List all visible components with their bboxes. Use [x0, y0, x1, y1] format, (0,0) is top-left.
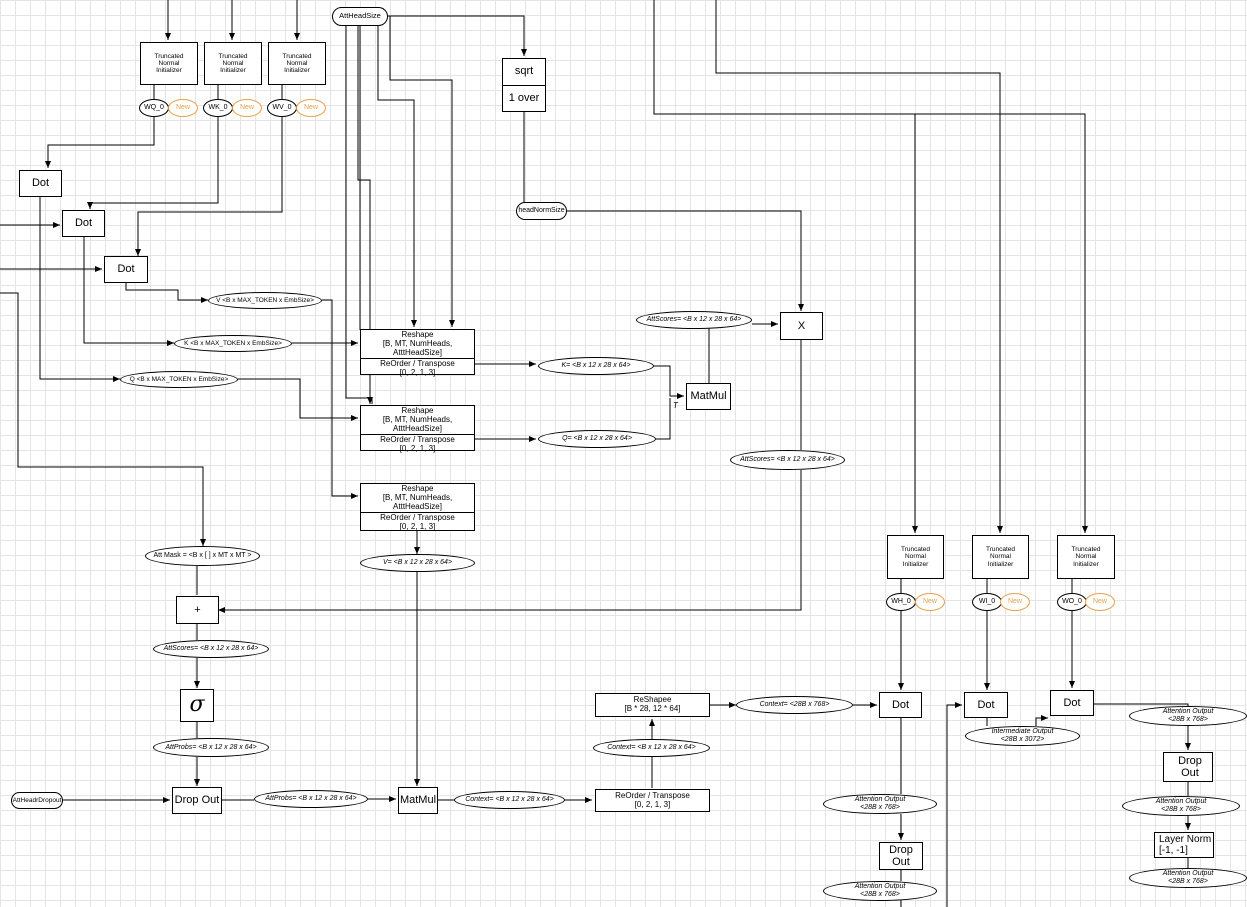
- drop-out-r-node[interactable]: Drop Out: [1163, 752, 1213, 782]
- softmax-sigma-node[interactable]: σ: [180, 689, 214, 722]
- intermediate-output-node[interactable]: Intermediate Output <28B x 3072>: [965, 726, 1080, 746]
- att-dropout-input-node[interactable]: AttHeadrDropout: [11, 792, 63, 809]
- reshape-v-bottom: ReOrder / Transpose [0, 2, 1, 3]: [361, 511, 474, 531]
- dot-h-node[interactable]: Dot: [879, 692, 922, 718]
- x-op-node[interactable]: X: [780, 312, 823, 340]
- matmul-qk-node[interactable]: MatMul: [686, 383, 731, 410]
- new-badge-wv[interactable]: New: [296, 99, 326, 117]
- drop-out-2-node[interactable]: Drop Out: [879, 842, 923, 870]
- initializer-wh[interactable]: Truncated Normal Initializer: [887, 535, 944, 579]
- weight-wk[interactable]: WK_0: [203, 99, 233, 117]
- reshape-context-node[interactable]: ReShapee [B * 28, 12 * 64]: [595, 693, 710, 717]
- att-scores-1-node[interactable]: AttScores= <B x 12 x 28 x 64>: [636, 311, 752, 329]
- weight-wo[interactable]: WO_0: [1057, 593, 1087, 611]
- attention-output-r1-node[interactable]: Attention Output <28B x 768>: [1129, 706, 1247, 726]
- layer-norm-node[interactable]: Layer Norm [-1, -1]: [1154, 832, 1214, 858]
- connector-layer: [0, 0, 1191, 907]
- matmul-context-node[interactable]: MatMul: [398, 787, 438, 814]
- dot-k-node[interactable]: Dot: [62, 210, 105, 237]
- dot-o-node[interactable]: Dot: [1050, 690, 1094, 716]
- context-2-node[interactable]: Context= <B x 12 x 28 x 64>: [593, 739, 710, 757]
- reshape-v-block[interactable]: Reshape [B, MT, NumHeads, AtttHeadSize] …: [360, 483, 475, 531]
- weight-wi[interactable]: WI_0: [972, 593, 1002, 611]
- v-out-node[interactable]: V= <B x 12 x 28 x 64>: [360, 554, 475, 572]
- reshape-q-bottom: ReOrder / Transpose [0, 2, 1, 3]: [361, 433, 474, 453]
- initializer-wi[interactable]: Truncated Normal Initializer: [972, 535, 1029, 579]
- weight-wv[interactable]: WV_0: [267, 99, 297, 117]
- v-shape-node[interactable]: V <B x MAX_TOKEN x EmbSize>: [208, 292, 322, 309]
- reshape-k-top: Reshape [B, MT, NumHeads, AtttHeadSize]: [382, 330, 453, 358]
- plus-op-node[interactable]: +: [176, 596, 219, 624]
- q-shape-node[interactable]: Q <B x MAX_TOKEN x EmbSize>: [120, 371, 238, 388]
- reshape-k-block[interactable]: Reshape [B, MT, NumHeads, AtttHeadSize] …: [360, 329, 475, 377]
- context-1-node[interactable]: Context= <B x 12 x 28 x 64>: [454, 791, 565, 809]
- reshape-q-block[interactable]: Reshape [B, MT, NumHeads, AtttHeadSize] …: [360, 405, 475, 453]
- drop-out-1-node[interactable]: Drop Out: [172, 787, 222, 814]
- attention-output-r2-node[interactable]: Attention Output <28B x 768>: [1122, 796, 1240, 816]
- new-badge-wq[interactable]: New: [168, 99, 198, 117]
- weight-wh[interactable]: WH_0: [886, 593, 916, 611]
- attention-output-1-node[interactable]: Attention Output <28B x 768>: [823, 794, 937, 814]
- reshape-q-top: Reshape [B, MT, NumHeads, AtttHeadSize]: [382, 406, 453, 434]
- reorder-context-node[interactable]: ReOrder / Transpose [0, 2, 1, 3]: [595, 789, 710, 812]
- new-badge-wk[interactable]: New: [232, 99, 262, 117]
- head-norm-size-node[interactable]: headNormSize: [516, 202, 567, 220]
- k-shape-node[interactable]: K <B x MAX_TOKEN x EmbSize>: [174, 335, 292, 352]
- dot-v-node[interactable]: Dot: [104, 256, 148, 283]
- attention-output-2-node[interactable]: Attention Output <28B x 768>: [823, 881, 937, 901]
- initializer-wo[interactable]: Truncated Normal Initializer: [1057, 535, 1115, 579]
- new-badge-wh[interactable]: New: [915, 593, 945, 611]
- one-over-label: 1 over: [503, 84, 545, 112]
- sqrt-one-over-node[interactable]: sqrt 1 over: [502, 58, 546, 112]
- initializer-wq[interactable]: Truncated Normal Initializer: [140, 42, 198, 85]
- att-mask-node[interactable]: Att Mask = <B x [ ] x MT x MT >: [145, 546, 260, 566]
- reshape-v-top: Reshape [B, MT, NumHeads, AtttHeadSize]: [382, 484, 453, 512]
- att-head-size-node[interactable]: AttHeadSize: [332, 7, 388, 26]
- weight-wq[interactable]: WQ_0: [139, 99, 169, 117]
- initializer-wv[interactable]: Truncated Normal Initializer: [268, 42, 326, 85]
- context-3-node[interactable]: Context= <28B x 768>: [736, 696, 853, 714]
- sqrt-label: sqrt: [514, 65, 534, 78]
- reshape-k-bottom: ReOrder / Transpose [0, 2, 1, 3]: [361, 357, 474, 377]
- attention-output-r3-node[interactable]: Attention Output <28B x 768>: [1129, 868, 1247, 888]
- new-badge-wo[interactable]: New: [1085, 593, 1115, 611]
- transpose-mark: T: [673, 401, 678, 410]
- att-scores-3-node[interactable]: AttScores= <B x 12 x 28 x 64>: [153, 640, 269, 658]
- q-out-node[interactable]: Q= <B x 12 x 28 x 64>: [538, 430, 656, 448]
- att-probs-2-node[interactable]: AttProbs= <B x 12 x 28 x 64>: [254, 790, 368, 808]
- initializer-wk[interactable]: Truncated Normal Initializer: [204, 42, 262, 85]
- dot-i-node[interactable]: Dot: [964, 692, 1008, 718]
- k-out-node[interactable]: K= <B x 12 x 28 x 64>: [538, 357, 654, 375]
- att-scores-2-node[interactable]: AttScores= <B x 12 x 28 x 64>: [730, 450, 845, 470]
- dot-q-node[interactable]: Dot: [19, 170, 62, 197]
- new-badge-wi[interactable]: New: [1000, 593, 1030, 611]
- att-probs-1-node[interactable]: AttProbs= <B x 12 x 28 x 64>: [153, 738, 269, 757]
